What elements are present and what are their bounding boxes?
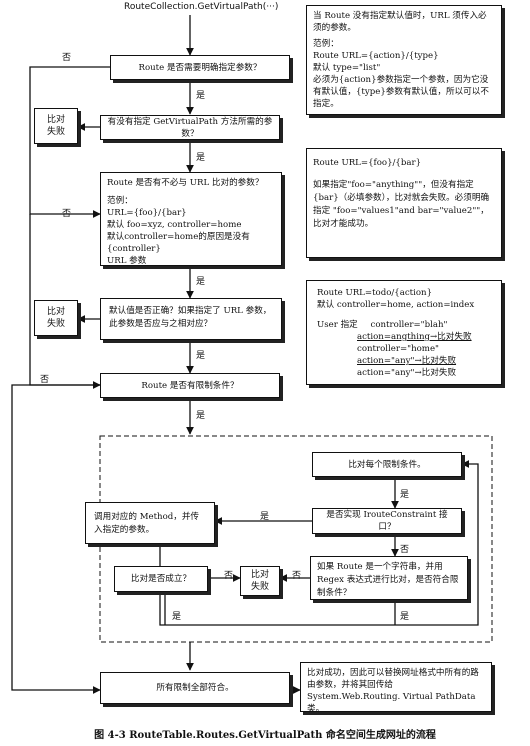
c1-check-each-constraint: 比对每个限制条件。 — [312, 452, 462, 477]
q3-example-url-param: URL 参数 — [107, 256, 147, 266]
label-c4-no: 否 — [292, 571, 302, 581]
q3-example-url: URL={foo}/{bar} — [107, 208, 187, 218]
note3-line6: action="any"→比对失败 — [357, 356, 457, 366]
label-c4-yes: 是 — [400, 612, 410, 622]
fail-box-1: 比对 失败 — [34, 108, 78, 144]
note3-line1: Route URL=todo/{action} — [317, 288, 433, 298]
edge-q1-no — [29, 66, 110, 218]
c2-implements-irouteconstraint: 是否实现 IrouteConstraint 接口？ — [312, 508, 462, 534]
all-constraints-pass: 所有限制全部符合。 — [100, 672, 290, 704]
q1-requires-explicit-params: Route 是否需要明确指定参数？ — [110, 55, 290, 80]
label-q3-yes: 是 — [196, 277, 206, 287]
label-q1-no: 否 — [62, 53, 72, 63]
label-c5-no: 否 — [224, 571, 234, 581]
fail-box-3: 比对 失败 — [240, 566, 280, 596]
note-box-1: 当 Route 没有指定默认值时，URL 须传入必须的参数。 范例： Route… — [306, 5, 502, 115]
label-c2-no: 否 — [400, 545, 410, 555]
label-q5-yes: 是 — [196, 411, 206, 421]
q4-defaults-correct: 默认值是否正确？如果指定了 URL 参数，此参数是否应与之相对应？ — [100, 298, 282, 340]
note3-line7: action="any"→比对失败 — [357, 368, 457, 378]
note3-line3: User 指定 controller="blah" — [317, 319, 491, 331]
label-c2-yes: 是 — [260, 512, 270, 522]
note3-line2: 默认 controller=home, action=index — [317, 300, 475, 310]
c4-regex-match: 如果 Route 是一个字符串，并用 Regex 表达式进行比对，是否符合限制条… — [310, 556, 468, 600]
note1-line3: Route URL={action}/{type} — [313, 51, 439, 61]
q3-unmatched-params: Route 是否有不必与 URL 比对的参数？ 范例： URL={foo}/{b… — [100, 172, 282, 266]
figure-caption: 图 4-3 RouteTable.Routes.GetVirtualPath 命… — [94, 730, 436, 741]
note-box-2: Route URL={foo}/{bar} 如果指定"foo="anything… — [306, 148, 502, 258]
note2-line2: 如果指定"foo="anything""，但没有指定{bar}（必填参数），比对… — [313, 180, 490, 229]
label-q1-yes: 是 — [196, 91, 206, 101]
q3-title: Route 是否有不必与 URL 比对的参数？ — [107, 178, 264, 188]
edge-q5-no — [11, 384, 101, 694]
note1-line5: 必须为{action}参数指定一个参数，因为它没有默认值，{type}参数有默认… — [313, 75, 489, 109]
label-c1-yes: 是 — [400, 490, 410, 500]
edge-c3-loop — [159, 460, 479, 626]
c3-call-method: 调用对应的 Method，并传入指定的参数。 — [85, 502, 215, 544]
q3-example-reason: 默认controller=home的原因是没有{controller} — [107, 232, 250, 254]
note1-line4: 默认 type="list" — [313, 63, 381, 73]
label-q5-no: 否 — [40, 375, 50, 385]
c5-match-holds: 比对是否成立？ — [114, 566, 208, 592]
note1-line1: 当 Route 没有指定默认值时，URL 须传入必须的参数。 — [313, 11, 487, 33]
note-box-3: Route URL=todo/{action} 默认 controller=ho… — [306, 280, 502, 385]
q3-example-default: 默认 foo=xyz, controller=home — [107, 220, 242, 230]
label-q4-yes: 是 — [196, 351, 206, 361]
q3-example-label: 范例： — [107, 196, 133, 206]
q5-has-constraints: Route 是否有限制条件？ — [100, 373, 280, 398]
note3-line4: action=angthing→比对失败 — [357, 332, 472, 342]
note3-line5: controller="home" — [357, 344, 439, 354]
fail-box-2: 比对 失败 — [34, 300, 78, 336]
note3-user-value: controller="blah" — [370, 320, 448, 330]
note2-line1: Route URL={foo}/{bar} — [313, 158, 422, 168]
q2-params-specified: 有没有指定 GetVirtualPath 方法所需的参数？ — [100, 115, 280, 140]
label-c5-yes: 是 — [172, 612, 182, 622]
top-label: RouteCollection.GetVirtualPath(···) — [124, 2, 279, 12]
label-q2-yes: 是 — [196, 153, 206, 163]
final-success: 比对成功，因此可以替换网址格式中所有的路由参数，并将其回传给 System.We… — [300, 662, 492, 714]
note1-line2: 范例： — [313, 39, 339, 49]
label-q3-no: 否 — [62, 209, 72, 219]
note3-user-label: User 指定 — [317, 320, 358, 330]
